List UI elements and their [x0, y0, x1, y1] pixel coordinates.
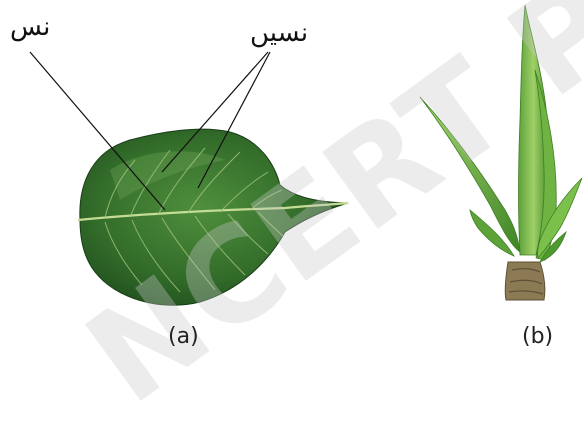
diagram-svg	[0, 0, 584, 359]
caption-b: (b)	[522, 326, 553, 348]
caption-a: (a)	[168, 326, 199, 348]
grass-blade-left	[420, 97, 520, 252]
figure: NCERT Published نس نسیں (a) (b)	[0, 0, 584, 359]
grass-plant	[420, 5, 582, 300]
label-vein: نس	[10, 14, 50, 40]
label-veinlets: نسیں	[250, 20, 308, 46]
stem-base	[505, 262, 545, 300]
